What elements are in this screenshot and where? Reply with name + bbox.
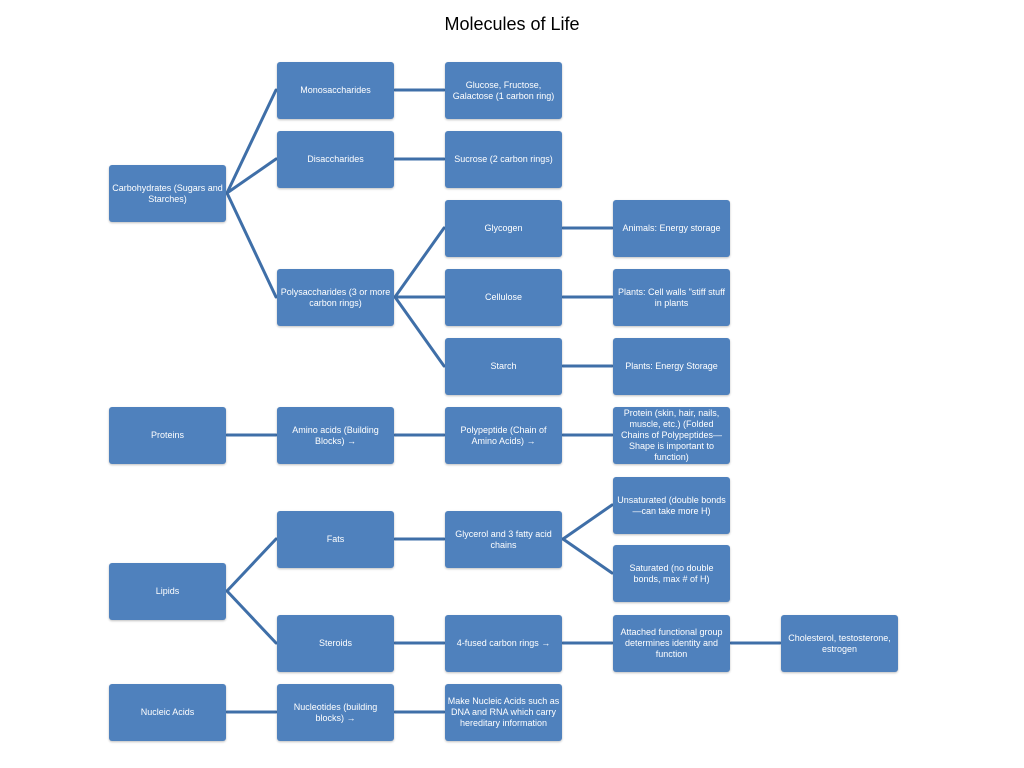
node-steroid-examples: Cholesterol, testosterone, estrogen [781, 615, 898, 672]
node-protein-desc: Protein (skin, hair, nails, muscle, etc.… [613, 407, 730, 464]
diagram-title: Molecules of Life [444, 14, 580, 34]
connector-carbs-poly [225, 191, 278, 299]
node-fused-rings: 4-fused carbon rings → [445, 615, 562, 672]
node-nucleic-acids: Nucleic Acids [109, 684, 226, 741]
node-functional-group: Attached functional group determines ide… [613, 615, 730, 672]
node-proteins: Proteins [109, 407, 226, 464]
connector-poly-glycogen [393, 226, 446, 299]
node-glycerol: Glycerol and 3 fatty acid chains [445, 511, 562, 568]
node-cellulose: Cellulose [445, 269, 562, 326]
connector-poly-starch [393, 295, 446, 368]
connector-lipids-steroids [225, 589, 278, 645]
node-unsaturated: Unsaturated (double bonds—can take more … [613, 477, 730, 534]
node-polypeptide: Polypeptide (Chain of Amino Acids) → [445, 407, 562, 464]
node-nucleic-desc: Make Nucleic Acids such as DNA and RNA w… [445, 684, 562, 741]
node-fats: Fats [277, 511, 394, 568]
connector-carbs-di [225, 157, 278, 195]
node-nucleotides: Nucleotides (building blocks) → [277, 684, 394, 741]
node-glycogen-use: Animals: Energy storage [613, 200, 730, 257]
node-monosaccharides: Monosaccharides [277, 62, 394, 119]
node-starch: Starch [445, 338, 562, 395]
node-carbohydrates: Carbohydrates (Sugars and Starches) [109, 165, 226, 222]
node-starch-use: Plants: Energy Storage [613, 338, 730, 395]
node-sucrose: Sucrose (2 carbon rings) [445, 131, 562, 188]
node-lipids: Lipids [109, 563, 226, 620]
node-steroids: Steroids [277, 615, 394, 672]
node-mono-examples: Glucose, Fructose, Galactose (1 carbon r… [445, 62, 562, 119]
node-amino-acids: Amino acids (Building Blocks) → [277, 407, 394, 464]
connector-glycerol-sat [561, 537, 614, 575]
connector-carbs-mono [225, 88, 278, 195]
node-saturated: Saturated (no double bonds, max # of H) [613, 545, 730, 602]
node-cellulose-use: Plants: Cell walls "stiff stuff in plant… [613, 269, 730, 326]
node-disaccharides: Disaccharides [277, 131, 394, 188]
node-glycogen: Glycogen [445, 200, 562, 257]
connector-lipids-fats [225, 537, 278, 593]
node-polysaccharides: Polysaccharides (3 or more carbon rings) [277, 269, 394, 326]
connector-glycerol-unsat [561, 503, 614, 541]
